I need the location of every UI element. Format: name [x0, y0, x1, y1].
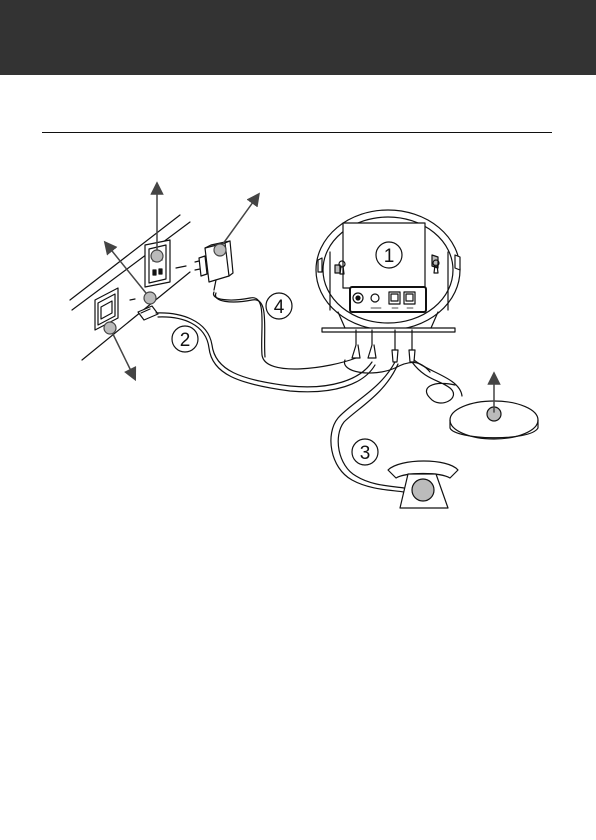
shaker-cable-outline: [414, 360, 462, 396]
shaker-cable: [412, 362, 455, 403]
wall-mark: [176, 266, 186, 268]
power-cable-outline: [215, 293, 265, 357]
indicator-dot: [104, 322, 116, 334]
callout-2-label: 2: [180, 330, 191, 351]
line-splitter-plug: [138, 306, 158, 320]
callout-2: 2: [172, 326, 198, 352]
indicator-dot: [151, 250, 163, 262]
wall-mark: [130, 299, 135, 300]
arrow-up-right-icon: [220, 198, 256, 248]
callout-4: 4: [266, 293, 292, 319]
unit-cable-plugs: [352, 330, 415, 362]
callout-3: 3: [352, 439, 378, 465]
callout-3-label: 3: [360, 443, 371, 464]
corded-telephone: [388, 461, 458, 508]
callout-1-label: 1: [384, 246, 395, 267]
indicator-dot: [144, 292, 156, 304]
callout-4-label: 4: [274, 297, 285, 318]
indicator-dot: [214, 244, 226, 256]
main-unit: [316, 210, 460, 332]
arrow-down-icon: [110, 328, 133, 375]
callout-1: 1: [376, 242, 402, 268]
